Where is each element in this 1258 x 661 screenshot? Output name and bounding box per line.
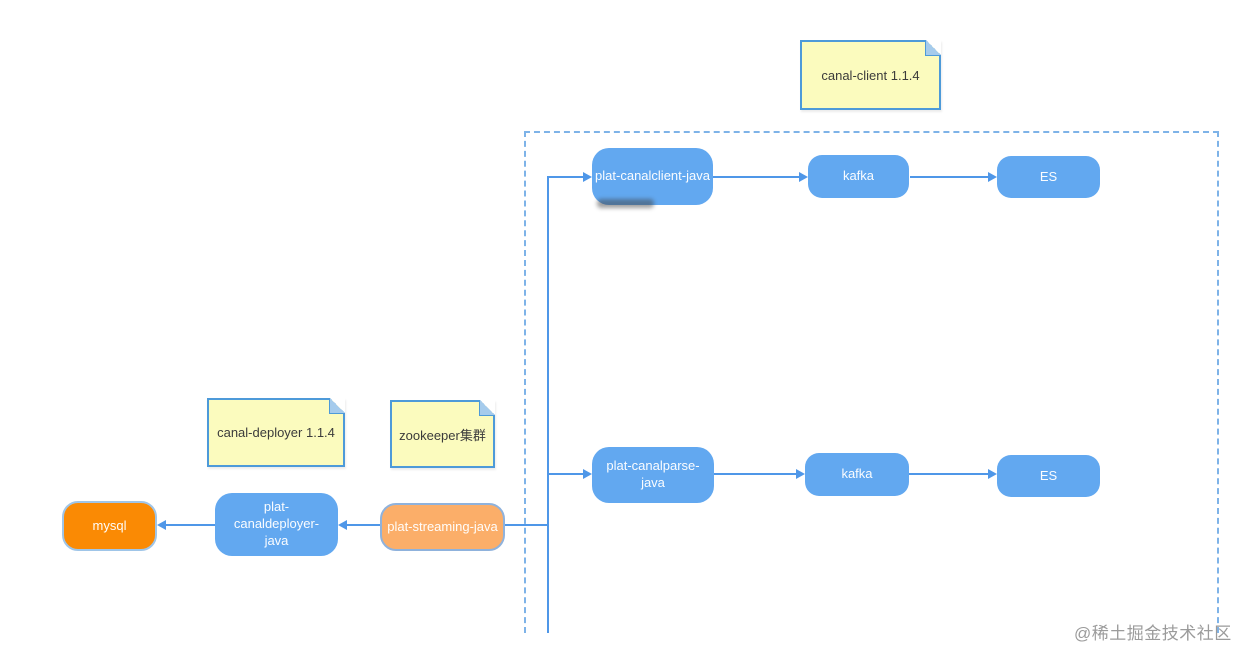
arrowhead-right-icon [799, 172, 808, 182]
node-label: plat-canaldeployer-java [233, 499, 320, 548]
arrowhead-left-icon [157, 520, 166, 530]
note-canal-client-version: canal-client 1.1.4 [800, 40, 941, 110]
note-zookeeper-text: zookeeper集群 [399, 427, 486, 443]
node-label: plat-canalclient-java [595, 168, 710, 184]
connector-line [910, 176, 988, 178]
node-kafka-top: kafka [808, 155, 909, 198]
node-label: plat-streaming-java [387, 518, 498, 534]
node-kafka-bottom: kafka [805, 453, 909, 496]
connector-line [909, 473, 988, 475]
arrowhead-right-icon [988, 172, 997, 182]
canal-client-group-boundary [524, 131, 1219, 633]
connector-line [714, 473, 796, 475]
arrowhead-right-icon [583, 172, 592, 182]
node-plat-canaldeployer-java: plat-canaldeployer-java [215, 493, 338, 556]
connector-line [548, 176, 584, 178]
node-label: ES [1039, 467, 1058, 483]
node-label: mysql [92, 517, 127, 533]
note-canal-client-text: canal-client 1.1.4 [821, 67, 920, 83]
node-plat-canalparse-java: plat-canalparse-java [592, 447, 714, 503]
node-label: kafka [842, 168, 875, 184]
connector-line [548, 473, 583, 475]
redaction-smudge [597, 199, 654, 208]
node-plat-streaming-java: plat-streaming-java [380, 503, 505, 551]
note-canal-deployer-version: canal-deployer 1.1.4 [207, 398, 345, 467]
node-es-bottom: ES [997, 455, 1100, 497]
note-zookeeper-cluster: zookeeper集群 [390, 400, 495, 468]
node-mysql: mysql [62, 501, 157, 551]
watermark-text: @稀土掘金技术社区 [1074, 624, 1232, 643]
trunk-connector-line [547, 176, 549, 633]
connector-line [713, 176, 799, 178]
arrowhead-right-icon [988, 469, 997, 479]
node-label: ES [1039, 168, 1058, 184]
node-plat-canalclient-java: plat-canalclient-java [592, 148, 713, 205]
arrowhead-left-icon [338, 520, 347, 530]
node-label: kafka [841, 466, 873, 482]
arrowhead-right-icon [583, 469, 592, 479]
connector-line [347, 524, 380, 526]
arrowhead-right-icon [796, 469, 805, 479]
connector-line [166, 524, 215, 526]
note-canal-deployer-text: canal-deployer 1.1.4 [217, 425, 335, 440]
node-label: plat-canalparse-java [606, 458, 700, 490]
connector-line [505, 524, 548, 526]
node-es-top: ES [997, 156, 1100, 198]
